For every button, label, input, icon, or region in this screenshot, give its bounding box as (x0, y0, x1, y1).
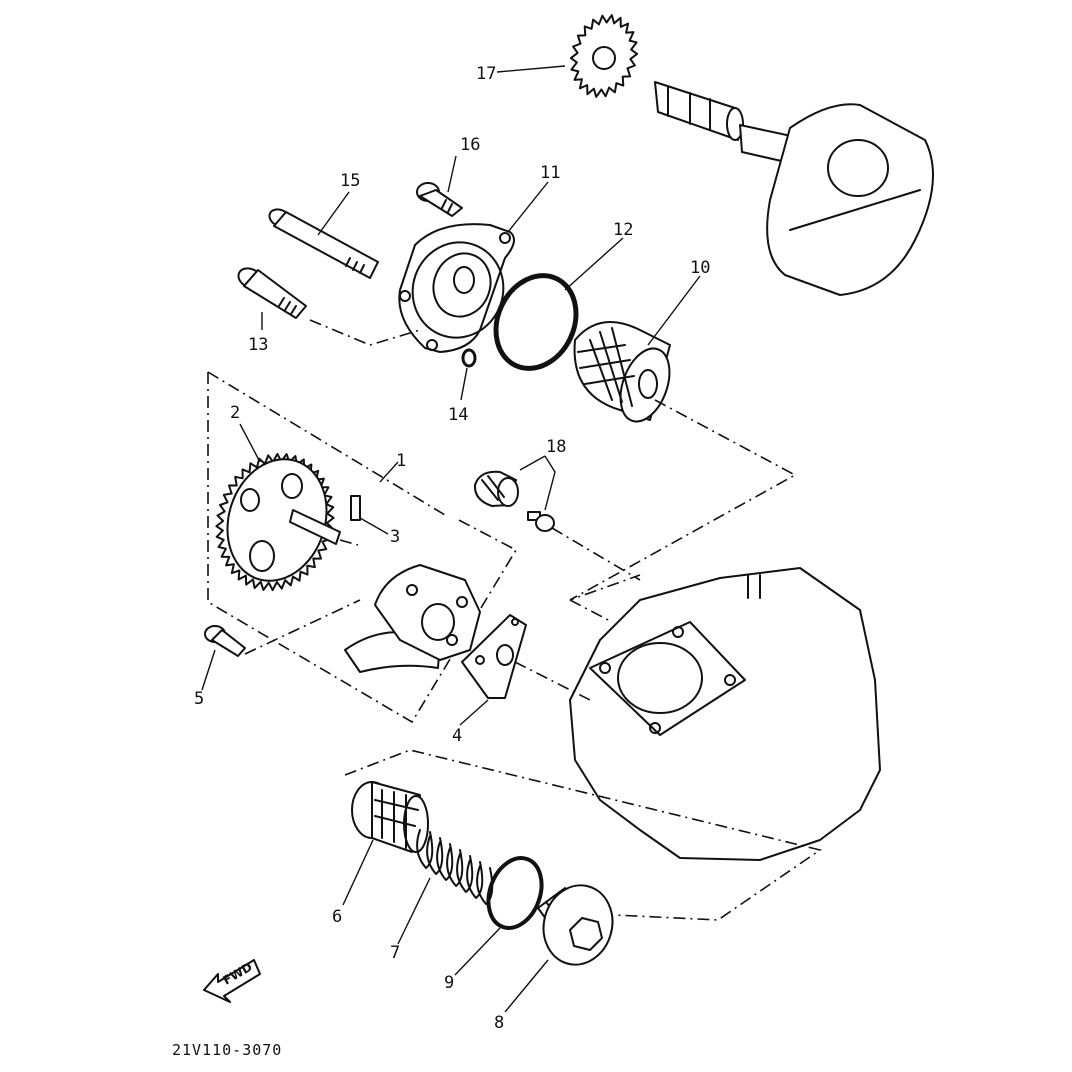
callout-16: 16 (460, 135, 480, 155)
callout-14: 14 (448, 405, 468, 425)
callout-12: 12 (613, 220, 633, 240)
fwd-arrow-icon: FWD (203, 959, 261, 1003)
o-ring-part-12 (493, 273, 579, 371)
drive-gear-part-2 (215, 452, 341, 592)
callout-13: 13 (248, 335, 268, 355)
callout-7: 7 (390, 943, 400, 963)
callout-11: 11 (540, 163, 560, 183)
callout-18: 18 (546, 437, 566, 457)
callout-3: 3 (390, 527, 400, 547)
callout-4: 4 (452, 726, 462, 746)
spring-part-7 (416, 829, 494, 905)
leader-lines (201, 65, 701, 1013)
callout-5: 5 (194, 689, 204, 709)
drawing-code: 21V110-3070 (172, 1041, 282, 1059)
callout-6: 6 (332, 907, 342, 927)
screw-part-5 (204, 625, 246, 657)
oil-pump-body (344, 564, 481, 673)
callout-2: 2 (230, 403, 240, 423)
assembly-lines (244, 319, 822, 921)
callout-labels: 17 16 15 11 12 10 13 14 18 1 2 3 5 4 6 7… (194, 64, 710, 1033)
callout-15: 15 (340, 171, 360, 191)
screw-part-16 (416, 182, 463, 217)
bolt-part-13 (237, 267, 307, 319)
drain-plug-part-8 (537, 884, 614, 966)
cam-sprocket-part-17 (569, 14, 639, 98)
crankcase (569, 567, 881, 861)
strainer-part-6 (351, 781, 429, 853)
callout-8: 8 (494, 1013, 504, 1033)
relief-valve-part-18 (473, 470, 555, 532)
o-ring-part-9 (486, 856, 544, 930)
callout-1: 1 (396, 451, 406, 471)
callout-9: 9 (444, 973, 454, 993)
oil-filter-part-10 (573, 321, 671, 423)
small-o-ring-part-14 (461, 348, 477, 368)
callout-10: 10 (690, 258, 710, 278)
callout-17: 17 (476, 64, 496, 84)
filter-cover-part-11 (398, 223, 515, 353)
oil-pump-kit-outline (207, 372, 518, 724)
pin-part-3 (350, 495, 361, 521)
crankshaft-assembly (654, 81, 934, 296)
long-bolt-part-15 (268, 208, 379, 279)
